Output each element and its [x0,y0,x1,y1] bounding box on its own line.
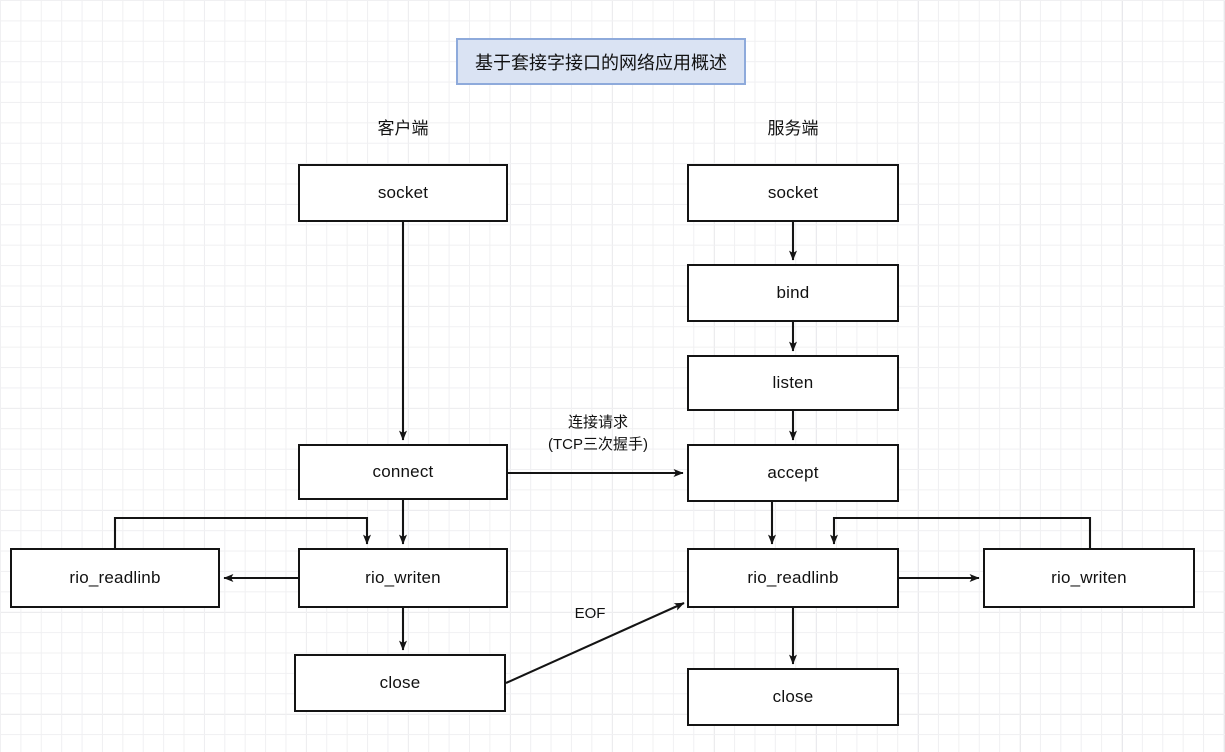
node-label: rio_readlinb [747,568,839,587]
node-client-rio-readlinb[interactable]: rio_readlinb [10,548,220,608]
node-label: listen [772,373,814,392]
node-label: socket [377,183,429,202]
node-label: rio_writen [365,568,441,587]
node-server-listen[interactable]: listen [687,355,899,411]
edge-client-readlinb-loop-to-writen [113,516,371,548]
node-client-socket[interactable]: socket [298,164,508,222]
page-title: 基于套接字接口的网络应用概述 [475,52,727,73]
node-server-bind[interactable]: bind [687,264,899,322]
node-server-close[interactable]: close [687,668,899,726]
edge-label-connect-request-line1: 连接请求 [567,414,628,431]
edge-server-writen-loop-to-readlinb [830,516,1092,548]
node-client-connect[interactable]: connect [298,444,508,500]
node-server-accept[interactable]: accept [687,444,899,502]
column-label-server: 服务端 [718,114,868,139]
column-label-client: 客户端 [328,114,478,139]
column-label-client-text: 客户端 [377,119,429,138]
node-server-rio-writen[interactable]: rio_writen [983,548,1195,608]
node-server-rio-readlinb[interactable]: rio_readlinb [687,548,899,608]
node-label: close [772,687,814,706]
node-client-close[interactable]: close [294,654,506,712]
node-label: socket [767,183,819,202]
edge-label-connect-request: 连接请求 (TCP三次握手) [518,412,678,456]
node-label: bind [776,283,810,302]
node-client-rio-writen[interactable]: rio_writen [298,548,508,608]
node-label: connect [372,462,434,481]
edge-label-connect-request-line2: (TCP三次握手) [548,435,648,453]
node-label: accept [767,463,819,482]
edge-label-eof-text: EOF [574,605,606,622]
edge-label-eof: EOF [560,603,620,625]
diagram-title-box: 基于套接字接口的网络应用概述 [456,38,746,85]
node-server-socket[interactable]: socket [687,164,899,222]
node-label: close [379,673,421,692]
node-label: rio_readlinb [69,568,161,587]
node-label: rio_writen [1051,568,1127,587]
column-label-server-text: 服务端 [767,119,819,138]
